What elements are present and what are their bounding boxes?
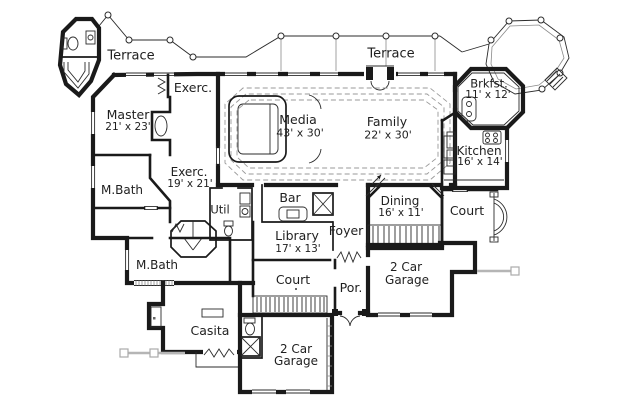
label-porch: Por. xyxy=(339,279,363,295)
label-exercise-upper: Exerc. xyxy=(173,79,213,95)
label-library-dims: 17' x 13' xyxy=(275,242,321,255)
toilet-icon xyxy=(245,322,255,336)
casita-walls xyxy=(146,280,243,368)
chase-box xyxy=(312,192,334,216)
casita-window-seat xyxy=(201,308,224,318)
bar-room xyxy=(261,184,333,223)
label-master-dims: 21' x 23' xyxy=(105,120,151,133)
label-master-name: Master xyxy=(106,106,150,122)
label-garage-right-2: Garage xyxy=(385,273,429,287)
label-exercise-lower: Exerc. xyxy=(170,165,208,179)
label-dining-dims: 16' x 11' xyxy=(378,206,424,219)
label-garage-bottom-2: Garage xyxy=(274,354,318,368)
media-screen xyxy=(228,94,322,164)
exterior-walls xyxy=(90,71,458,287)
casita-window-zigzag xyxy=(203,348,235,358)
porch-door-swings xyxy=(339,315,361,327)
label-media-name: Media xyxy=(279,111,317,127)
stairs-dining xyxy=(367,224,443,245)
label-breakfast-dims: 11' x 12' xyxy=(465,88,511,101)
great-room-tray-ceiling xyxy=(224,87,451,181)
step-arrow xyxy=(371,174,386,188)
window-zigzag-exerc xyxy=(157,77,166,95)
great-room xyxy=(215,71,458,188)
label-court-bottom: Court xyxy=(275,271,311,287)
front-door xyxy=(336,250,362,264)
casita-bath xyxy=(239,314,263,359)
bar-counter xyxy=(278,206,308,222)
bed-nook-icon xyxy=(154,115,168,137)
label-kitchen-name: Kitchen xyxy=(456,144,502,158)
toilet-icon xyxy=(61,36,79,51)
fireplace-icon xyxy=(150,306,162,328)
sink-icon xyxy=(85,30,96,45)
terrace-left-railing xyxy=(98,11,440,71)
garage-right-walls xyxy=(365,240,478,318)
label-terrace-left: Terrace xyxy=(107,48,155,64)
label-bar: Bar xyxy=(279,189,301,205)
label-master-bath-lower: M.Bath xyxy=(135,258,179,272)
label-foyer: Foyer xyxy=(328,222,364,238)
turret-bath xyxy=(57,16,102,98)
fridge-icon xyxy=(443,135,456,175)
vestibule-octagon xyxy=(170,220,217,258)
fence-left xyxy=(119,348,185,358)
bow-window xyxy=(493,198,508,236)
label-casita: Casita xyxy=(190,322,230,338)
utility-room xyxy=(209,187,253,241)
fence-right xyxy=(477,266,520,276)
label-kitchen-dims: 16' x 14' xyxy=(457,155,503,168)
island-icon xyxy=(461,96,477,122)
label-dining-name: Dining xyxy=(380,194,420,208)
label-exercise-lower-dims: 19' x 21' xyxy=(167,177,213,190)
deck-top-right xyxy=(439,16,570,95)
label-court-right: Court xyxy=(449,202,485,218)
deck-step-hatch xyxy=(544,67,568,91)
label-library-name: Library xyxy=(275,227,319,243)
breakfast-bay xyxy=(452,66,526,131)
toilet-icon xyxy=(223,220,234,237)
label-breakfast-name: Brkfst. xyxy=(470,76,508,91)
porch-walls xyxy=(332,258,371,327)
marker-dot xyxy=(153,317,156,320)
stove-icon xyxy=(482,130,502,145)
label-terrace-center: Terrace xyxy=(367,46,415,62)
label-garage-right-1: 2 Car xyxy=(389,260,423,274)
washer-dryer-icon xyxy=(239,192,251,218)
label-garage-bottom-1: 2 Car xyxy=(279,342,313,356)
marker-dot xyxy=(295,288,297,290)
garage-bottom-walls xyxy=(237,312,335,395)
label-family-dims: 22' x 30' xyxy=(364,128,412,142)
label-utility: Util xyxy=(210,202,230,217)
master-suite-walls xyxy=(91,73,172,224)
label-family-name: Family xyxy=(366,113,408,129)
label-master-bath-upper: M.Bath xyxy=(100,183,144,197)
shower-icon xyxy=(63,62,90,89)
terrace-door xyxy=(364,65,396,91)
master-bath-lower-walls xyxy=(125,236,232,285)
stairs-court xyxy=(252,295,328,314)
label-media-dims: 43' x 30' xyxy=(276,126,324,140)
accordion-door xyxy=(171,222,185,234)
